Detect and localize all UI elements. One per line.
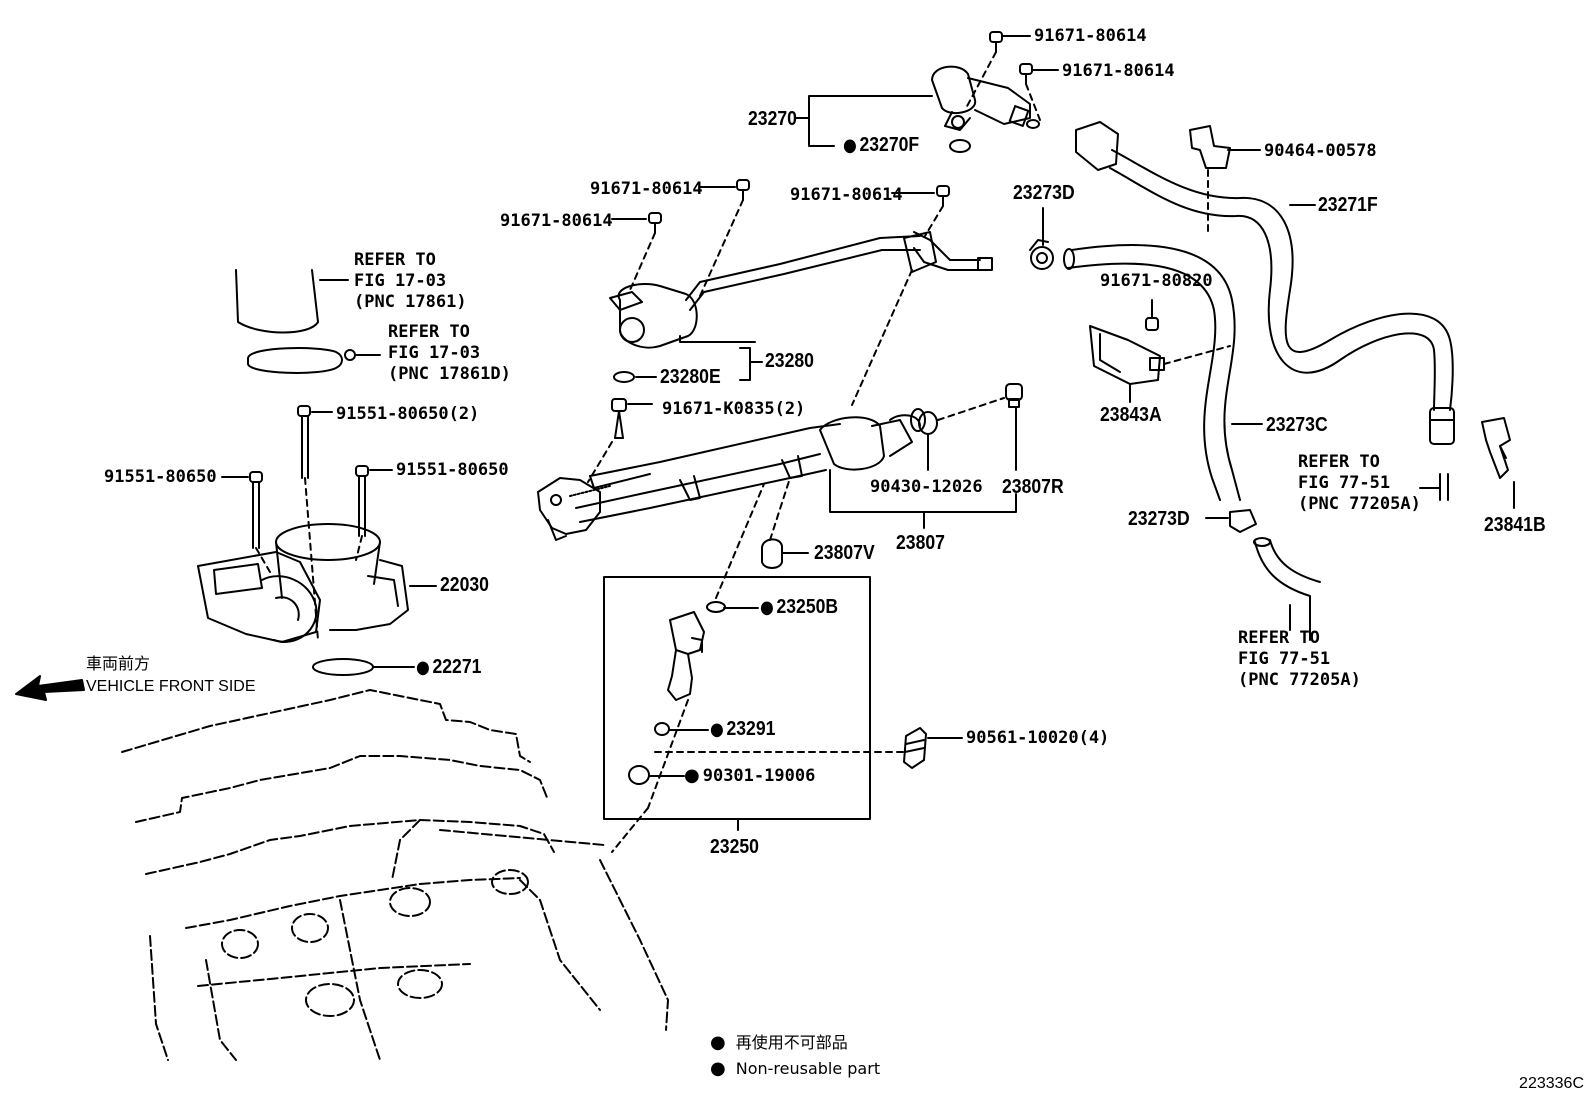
part-number-label: 23270 <box>748 108 797 130</box>
refer-to-note: REFER TO FIG 77-51 (PNC 77205A) <box>1298 452 1421 515</box>
refer-line: REFER TO <box>388 322 470 342</box>
o-ring-23280E-drawing <box>614 372 634 382</box>
plug-23807R-drawing <box>1006 384 1022 407</box>
part-number-label: 91671-80614 <box>500 211 613 231</box>
clamp-90464-drawing <box>1190 126 1230 168</box>
part-number-label: 90430-12026 <box>870 477 983 497</box>
part-number-label: 23843A <box>1100 404 1162 426</box>
part-number-label: 90301-19006 <box>684 766 816 786</box>
part-number-label: 90464-00578 <box>1264 141 1377 161</box>
vehicle-front-en: VEHICLE FRONT SIDE <box>86 678 256 695</box>
refer-line: REFER TO <box>1238 628 1320 648</box>
part-number-label: 23291 <box>710 718 775 741</box>
refer-line: REFER TO <box>354 250 436 270</box>
part-number-label: 23807R <box>1002 476 1064 498</box>
refer-line: FIG 17-03 <box>354 271 447 291</box>
fuel-hose-23273C-drawing <box>1064 245 1240 500</box>
refer-line: (PNC 77205A) <box>1238 670 1361 690</box>
part-number-label: 23841B <box>1484 514 1546 536</box>
part-number-label: 23273D <box>1013 182 1075 204</box>
gasket-90430-drawing <box>919 412 937 434</box>
refer-line: (PNC 77205A) <box>1298 494 1421 514</box>
legend-item-jp: 再使用不可部品 <box>710 1030 880 1056</box>
refer-to-note: REFER TO FIG 17-03 (PNC 17861) <box>354 250 467 313</box>
part-number-label: 22030 <box>440 574 489 596</box>
part-number-label: 23280E <box>660 366 721 388</box>
pressure-damper-23270-drawing <box>932 67 1039 130</box>
clip-23273D-bottom-drawing <box>1230 510 1256 532</box>
o-ring-90301-drawing <box>629 766 649 784</box>
part-number-label: 23250 <box>710 836 759 858</box>
fuel-hose-23271F-drawing <box>1076 122 1454 444</box>
part-number-label: 91671-80614 <box>1062 61 1175 81</box>
legend-item-en: Non-reusable part <box>710 1056 880 1082</box>
part-number-label: 23280 <box>765 350 814 372</box>
refer-to-note: REFER TO FIG 77-51 (PNC 77205A) <box>1238 628 1361 691</box>
refer-line: (PNC 17861D) <box>388 364 511 384</box>
connector-23841B-drawing <box>1482 418 1510 478</box>
part-number-label: 23250B <box>760 596 838 619</box>
part-number-label: 23273D <box>1128 508 1190 530</box>
part-number-label: 22271 <box>416 656 481 679</box>
refer-line: FIG 77-51 <box>1238 649 1331 669</box>
vehicle-front-jp: 車両前方 <box>86 656 151 673</box>
bracket-23843A-drawing <box>1090 300 1164 384</box>
part-number-label: 91551-80650 <box>396 460 509 480</box>
part-number-label: 91671-80820 <box>1100 271 1213 291</box>
screws-91671-top-drawing <box>990 32 1032 84</box>
insulator-23291-drawing <box>655 723 669 735</box>
part-number-label: 23807 <box>896 532 945 554</box>
part-number-label: 91671-80614 <box>790 185 903 205</box>
part-number-label: 23271F <box>1318 194 1378 216</box>
cap-23807V-drawing <box>762 539 782 568</box>
figure-code: 223336C <box>1519 1075 1584 1092</box>
refer-line: (PNC 17861) <box>354 292 467 312</box>
part-number-label: 91671-80614 <box>1034 26 1147 46</box>
refer-line: REFER TO <box>1298 452 1380 472</box>
engine-block-drawing <box>122 690 668 1060</box>
refer-to-note: REFER TO FIG 17-03 (PNC 17861D) <box>388 322 511 385</box>
part-number-label: 90561-10020(4) <box>966 728 1110 748</box>
refer-line: FIG 17-03 <box>388 343 481 363</box>
part-number-label: 23273C <box>1266 414 1328 436</box>
part-number-label: 91551-80650(2) <box>336 404 480 424</box>
injector-23250-drawing <box>668 602 725 700</box>
part-number-label: 91551-80650 <box>104 467 217 487</box>
throttle-body-22030-drawing <box>198 524 408 642</box>
legend: 再使用不可部品 Non-reusable part <box>710 1030 880 1082</box>
air-hose-drawing <box>236 270 318 333</box>
part-number-label: 23807V <box>814 542 875 564</box>
vehicle-front-note: 車両前方 VEHICLE FRONT SIDE <box>86 654 256 698</box>
spacer-90561-drawing <box>904 728 926 768</box>
pressure-sensor-23280-drawing <box>610 232 992 348</box>
fuel-rail-23807-drawing <box>538 409 925 540</box>
refer-line: FIG 77-51 <box>1298 473 1391 493</box>
gasket-22271-drawing <box>313 659 373 675</box>
part-number-label: 91671-K0835(2) <box>662 399 806 419</box>
o-ring-23270F-drawing <box>950 140 970 152</box>
clip-23273D-top-drawing <box>1030 240 1053 269</box>
part-number-label: 91671-80614 <box>590 179 703 199</box>
clamp-17861D-drawing <box>248 348 342 373</box>
part-number-label: 23270F <box>843 134 919 157</box>
front-direction-arrow <box>16 676 84 700</box>
